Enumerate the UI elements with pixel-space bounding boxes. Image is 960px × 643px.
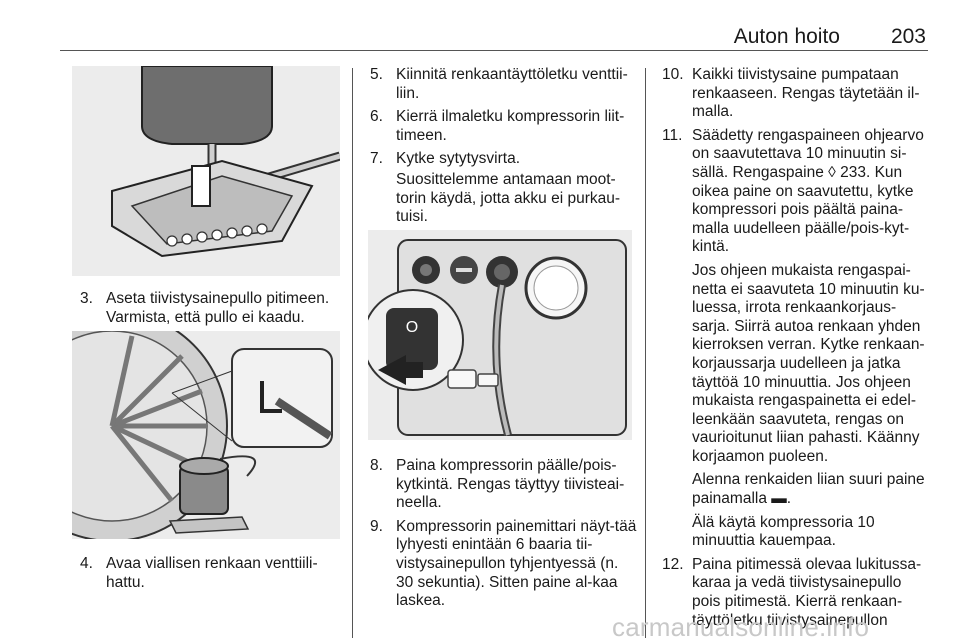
step-text: Kierrä ilmaletku kompressorin liit-timee…	[396, 108, 625, 144]
column-2-lower: 8. Paina kompressorin päälle/pois-kytkin…	[370, 457, 638, 616]
step-number: 12.	[662, 555, 684, 573]
step-text: Avaa viallisen renkaan venttiili-hattu.	[106, 555, 318, 591]
step-7: 7. Kytke sytytysvirta.	[370, 150, 638, 169]
step-text: Aseta tiivistysainepullo pitimeen. Varmi…	[106, 290, 330, 326]
step-text: Paina kompressorin päälle/pois-kytkintä.…	[396, 457, 625, 512]
step-7-note: Suosittelemme antamaan moot-torin käydä,…	[396, 170, 621, 226]
step-11-paragraph-2: Jos ohjeen mukaista rengaspai-netta ei s…	[692, 261, 925, 465]
step-5: 5. Kiinnitä renkaantäyttöletku venttii-l…	[370, 66, 638, 103]
svg-text:O: O	[406, 319, 418, 336]
step-11-paragraph-4: Älä käytä kompressoria 10 minuuttia kaue…	[692, 513, 875, 550]
step-text: Säädetty rengaspaineen ohjearvo on saavu…	[692, 126, 924, 256]
column-2-upper: 5. Kiinnitä renkaantäyttöletku venttii-l…	[370, 66, 638, 232]
column-3: 10. Kaikki tiivistysaine pumpataan renka…	[662, 66, 928, 635]
step-number: 4.	[80, 555, 93, 572]
column-1-lower: 4. Avaa viallisen renkaan venttiili-hatt…	[80, 555, 348, 597]
step-4: 4. Avaa viallisen renkaan venttiili-hatt…	[80, 555, 348, 592]
page-header: Auton hoito 203	[60, 0, 928, 51]
step-number: 10.	[662, 66, 684, 83]
step-11: 11. Säädetty rengaspaineen ohjearvo on s…	[662, 127, 928, 257]
step-number: 7.	[370, 150, 383, 168]
step-12: 12. Paina pitimessä olevaa lukitussa-kar…	[662, 556, 928, 630]
step-10: 10. Kaikki tiivistysaine pumpataan renka…	[662, 66, 928, 122]
step-11-paragraph-3: Alenna renkaiden liian suuri paine paina…	[692, 471, 925, 508]
watermark: carmanualsonline.info	[612, 612, 870, 642]
column-divider	[352, 68, 353, 638]
step-number: 9.	[370, 517, 383, 535]
step-number: 3.	[80, 290, 93, 307]
page-number: 203	[890, 25, 926, 48]
step-number: 5.	[370, 66, 383, 83]
compressor-switch-illustration: O	[368, 230, 632, 440]
step-text: Paina pitimessä olevaa lukitussa-karaa j…	[692, 555, 922, 629]
column-divider	[645, 68, 646, 638]
step-text: Kompressorin painemittari näyt-tää lyhye…	[396, 517, 637, 610]
step-number: 8.	[370, 457, 383, 474]
step-text: Kaikki tiivistysaine pumpataan renkaasee…	[692, 66, 920, 121]
step-text: Kiinnitä renkaantäyttöletku venttii-liin…	[396, 66, 628, 102]
step-3: 3. Aseta tiivistysainepullo pitimeen. Va…	[80, 290, 348, 327]
step-text: Kytke sytytysvirta.	[396, 150, 521, 168]
chapter-title: Auton hoito	[733, 25, 840, 48]
column-1-upper: 3. Aseta tiivistysainepullo pitimeen. Va…	[80, 290, 348, 332]
tyre-valve-illustration	[72, 331, 340, 539]
bottle-holder-illustration	[72, 66, 340, 276]
step-8: 8. Paina kompressorin päälle/pois-kytkin…	[370, 457, 638, 513]
step-9: 9. Kompressorin painemittari näyt-tää ly…	[370, 518, 638, 611]
step-number: 6.	[370, 108, 383, 126]
step-number: 11.	[662, 126, 683, 144]
step-6: 6. Kierrä ilmaletku kompressorin liit-ti…	[370, 108, 638, 145]
